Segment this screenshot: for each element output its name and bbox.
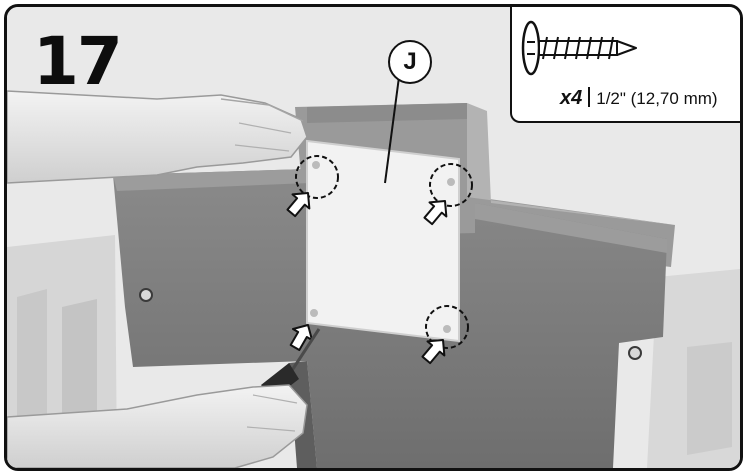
panel-screw-left <box>140 289 152 301</box>
hardware-callout-box: x4 1/2" (12,70 mm) <box>510 7 740 123</box>
instruction-step-frame: 17 J x4 1/2" (12,70 mm) <box>4 4 743 471</box>
screw-icon <box>520 17 640 79</box>
hardware-quantity: x4 <box>560 87 582 109</box>
hardware-size: 1/2" (12,70 mm) <box>596 89 717 108</box>
caption-divider <box>588 87 590 107</box>
step-number: 17 <box>33 29 121 95</box>
part-callout: J <box>388 40 432 84</box>
part-letter: J <box>403 48 416 76</box>
hardware-caption: x4 1/2" (12,70 mm) <box>560 87 718 110</box>
panel-screw-right <box>629 347 641 359</box>
